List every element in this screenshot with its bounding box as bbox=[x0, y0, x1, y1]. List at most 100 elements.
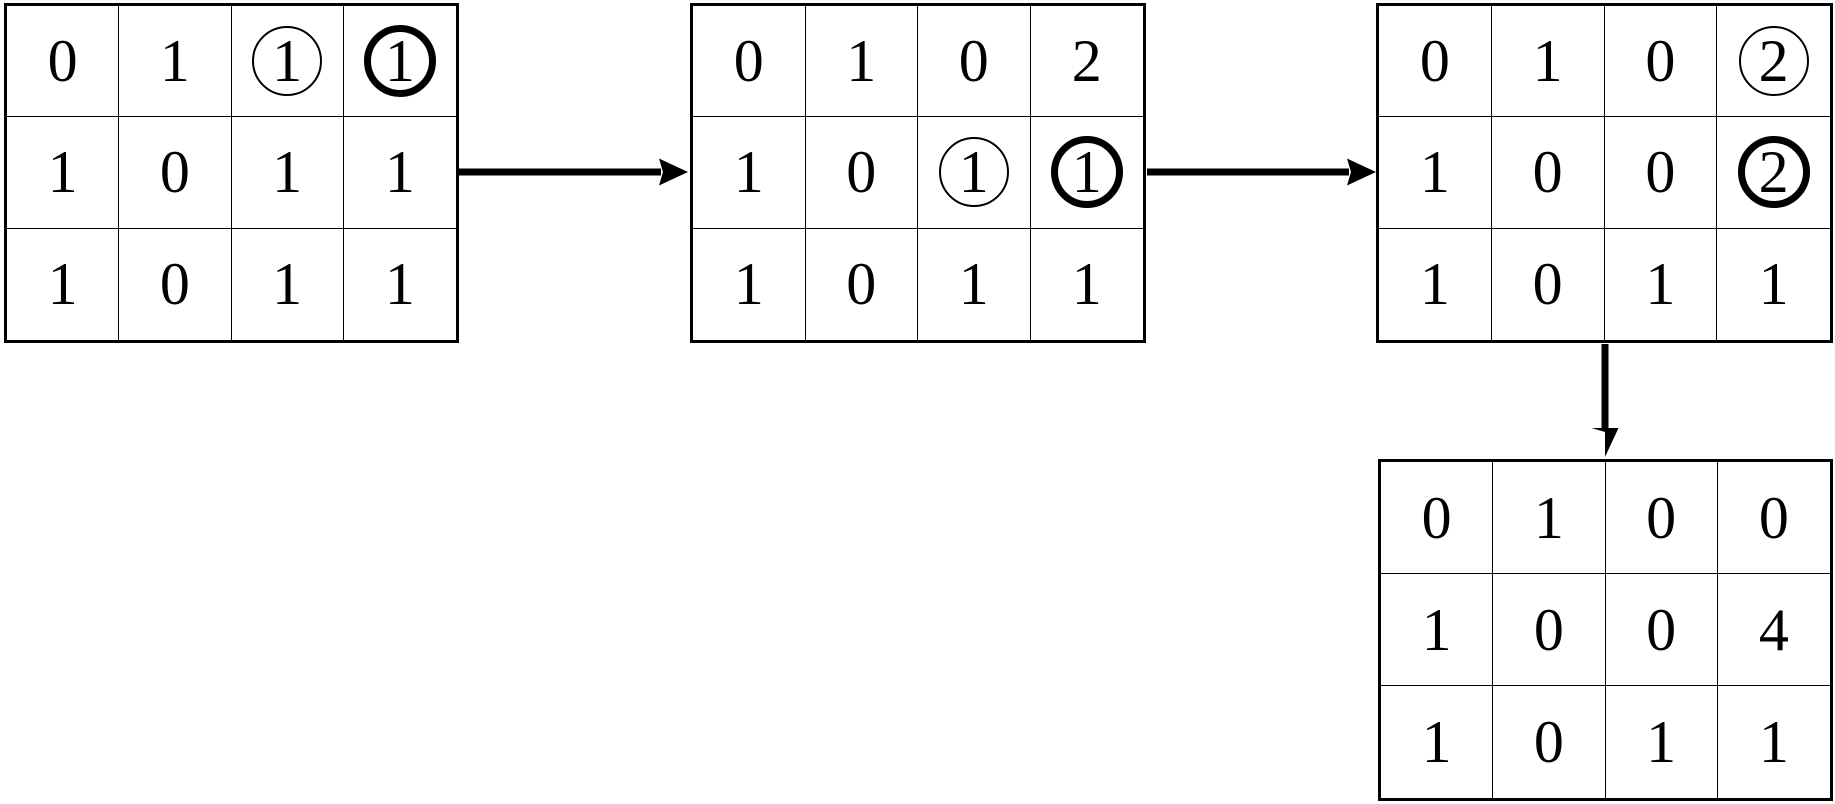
cell-value: 1 bbox=[958, 251, 989, 318]
cell-value: 0 bbox=[1645, 139, 1676, 206]
matrix-step-2: 0 1 0 2 1 0 1 1 1 0 1 1 bbox=[690, 3, 1146, 343]
matrix-cell: 1 bbox=[918, 117, 1031, 229]
cell-value: 0 bbox=[159, 139, 190, 206]
matrix-cell: 1 bbox=[344, 229, 456, 340]
cell-value: 0 bbox=[47, 28, 78, 95]
thin-circle-highlight: 1 bbox=[252, 26, 323, 97]
down-arrow-icon bbox=[1591, 344, 1619, 457]
cell-value: 1 bbox=[1758, 251, 1789, 318]
matrix-step-3: 0 1 0 2 1 0 0 2 1 0 1 1 bbox=[1376, 3, 1833, 343]
cell-value: 2 bbox=[1758, 28, 1789, 95]
matrix-cell: 0 bbox=[1493, 574, 1606, 686]
cell-value: 1 bbox=[272, 139, 303, 206]
matrix-cell: 1 bbox=[1717, 229, 1830, 340]
matrix-cell: 1 bbox=[1606, 686, 1718, 798]
cell-value: 0 bbox=[1532, 139, 1563, 206]
matrix-cell: 1 bbox=[918, 228, 1031, 340]
matrix-cell: 0 bbox=[918, 6, 1031, 118]
matrix-cell: 1 bbox=[1491, 6, 1605, 118]
cell-value: 0 bbox=[1533, 596, 1564, 663]
matrix-cell: 1 bbox=[693, 228, 806, 340]
matrix-cell: 1 bbox=[232, 228, 344, 340]
cell-value: 1 bbox=[47, 251, 78, 318]
cell-value: 0 bbox=[733, 28, 764, 95]
matrix-cell: 0 bbox=[1379, 6, 1492, 118]
cell-value: 1 bbox=[733, 139, 764, 206]
cell-value: 0 bbox=[846, 139, 877, 206]
matrix-cell: 0 bbox=[1381, 462, 1494, 574]
matrix-cell: 1 bbox=[805, 6, 918, 118]
matrix-cell: 1 bbox=[1030, 117, 1143, 229]
thin-circle-highlight: 2 bbox=[1738, 26, 1809, 97]
cell-value: 0 bbox=[1645, 28, 1676, 95]
bold-circle-highlight: 2 bbox=[1737, 136, 1810, 209]
matrix-cell: 0 bbox=[806, 228, 918, 340]
matrix-cell: 1 bbox=[343, 6, 456, 118]
cell-value: 0 bbox=[1646, 484, 1677, 551]
matrix-cell: 1 bbox=[1605, 228, 1718, 340]
cell-value: 1 bbox=[733, 251, 764, 318]
cell-value: 1 bbox=[1419, 139, 1450, 206]
matrix-cell: 1 bbox=[1381, 574, 1494, 686]
matrix-cell: 1 bbox=[1031, 229, 1144, 340]
matrix-cell: 1 bbox=[693, 117, 806, 229]
cell-value: 0 bbox=[958, 28, 989, 95]
cell-value: 0 bbox=[1758, 484, 1789, 551]
matrix-cell: 0 bbox=[805, 117, 918, 229]
cell-value: 1 bbox=[1532, 28, 1563, 95]
cell-value: 4 bbox=[1758, 596, 1789, 663]
matrix-cell: 0 bbox=[119, 228, 232, 340]
bold-circle-highlight: 1 bbox=[1050, 136, 1123, 209]
cell-value: 0 bbox=[159, 251, 190, 318]
matrix-cell: 0 bbox=[1491, 117, 1605, 229]
cell-value: 1 bbox=[1071, 251, 1102, 318]
matrix-cell: 1 bbox=[7, 228, 120, 340]
cell-value: 1 bbox=[1646, 709, 1677, 775]
cell-value: 0 bbox=[1646, 596, 1677, 663]
matrix-cell: 1 bbox=[7, 117, 120, 229]
matrix-cell: 1 bbox=[1381, 686, 1494, 798]
matrix-cell: 0 bbox=[7, 6, 120, 118]
cell-value: 1 bbox=[1421, 596, 1452, 663]
matrix-cell: 0 bbox=[1604, 6, 1718, 118]
cell-value: 1 bbox=[1071, 139, 1102, 206]
matrix-cell: 1 bbox=[231, 117, 344, 229]
matrix-cell: 1 bbox=[1379, 228, 1492, 340]
matrix-cell: 1 bbox=[1379, 117, 1492, 229]
cell-value: 0 bbox=[1419, 28, 1450, 95]
matrix-cell: 0 bbox=[1605, 462, 1718, 574]
matrix-cell: 0 bbox=[1493, 686, 1606, 798]
matrix-cell: 0 bbox=[1717, 462, 1830, 574]
matrix-cell: 1 bbox=[1493, 462, 1606, 574]
cell-value: 1 bbox=[159, 28, 190, 95]
cell-value: 2 bbox=[1758, 139, 1789, 206]
cell-value: 0 bbox=[1421, 484, 1452, 551]
matrix-cell: 1 bbox=[119, 6, 232, 118]
cell-value: 1 bbox=[1421, 709, 1452, 775]
cell-value: 1 bbox=[1419, 251, 1450, 318]
cell-value: 2 bbox=[1071, 28, 1102, 95]
cell-value: 1 bbox=[272, 251, 303, 318]
bold-circle-highlight: 1 bbox=[363, 25, 436, 98]
cell-value: 0 bbox=[1532, 251, 1563, 318]
cell-value: 1 bbox=[272, 28, 303, 95]
right-arrow-icon bbox=[1147, 158, 1376, 186]
matrix-cell: 0 bbox=[693, 6, 806, 118]
matrix-cell: 2 bbox=[1030, 6, 1143, 118]
cell-value: 1 bbox=[958, 139, 989, 206]
cell-value: 1 bbox=[384, 28, 415, 95]
cell-value: 1 bbox=[846, 28, 877, 95]
cell-value: 0 bbox=[1533, 709, 1564, 775]
matrix-cell: 1 bbox=[231, 6, 344, 118]
cell-value: 1 bbox=[384, 251, 415, 318]
matrix-cell: 1 bbox=[1718, 686, 1830, 798]
matrix-cell: 2 bbox=[1717, 117, 1830, 229]
matrix-cell: 0 bbox=[119, 117, 232, 229]
cell-value: 0 bbox=[846, 251, 877, 318]
cell-value: 1 bbox=[1645, 251, 1676, 318]
cell-value: 1 bbox=[384, 139, 415, 206]
cell-value: 1 bbox=[1758, 709, 1789, 775]
